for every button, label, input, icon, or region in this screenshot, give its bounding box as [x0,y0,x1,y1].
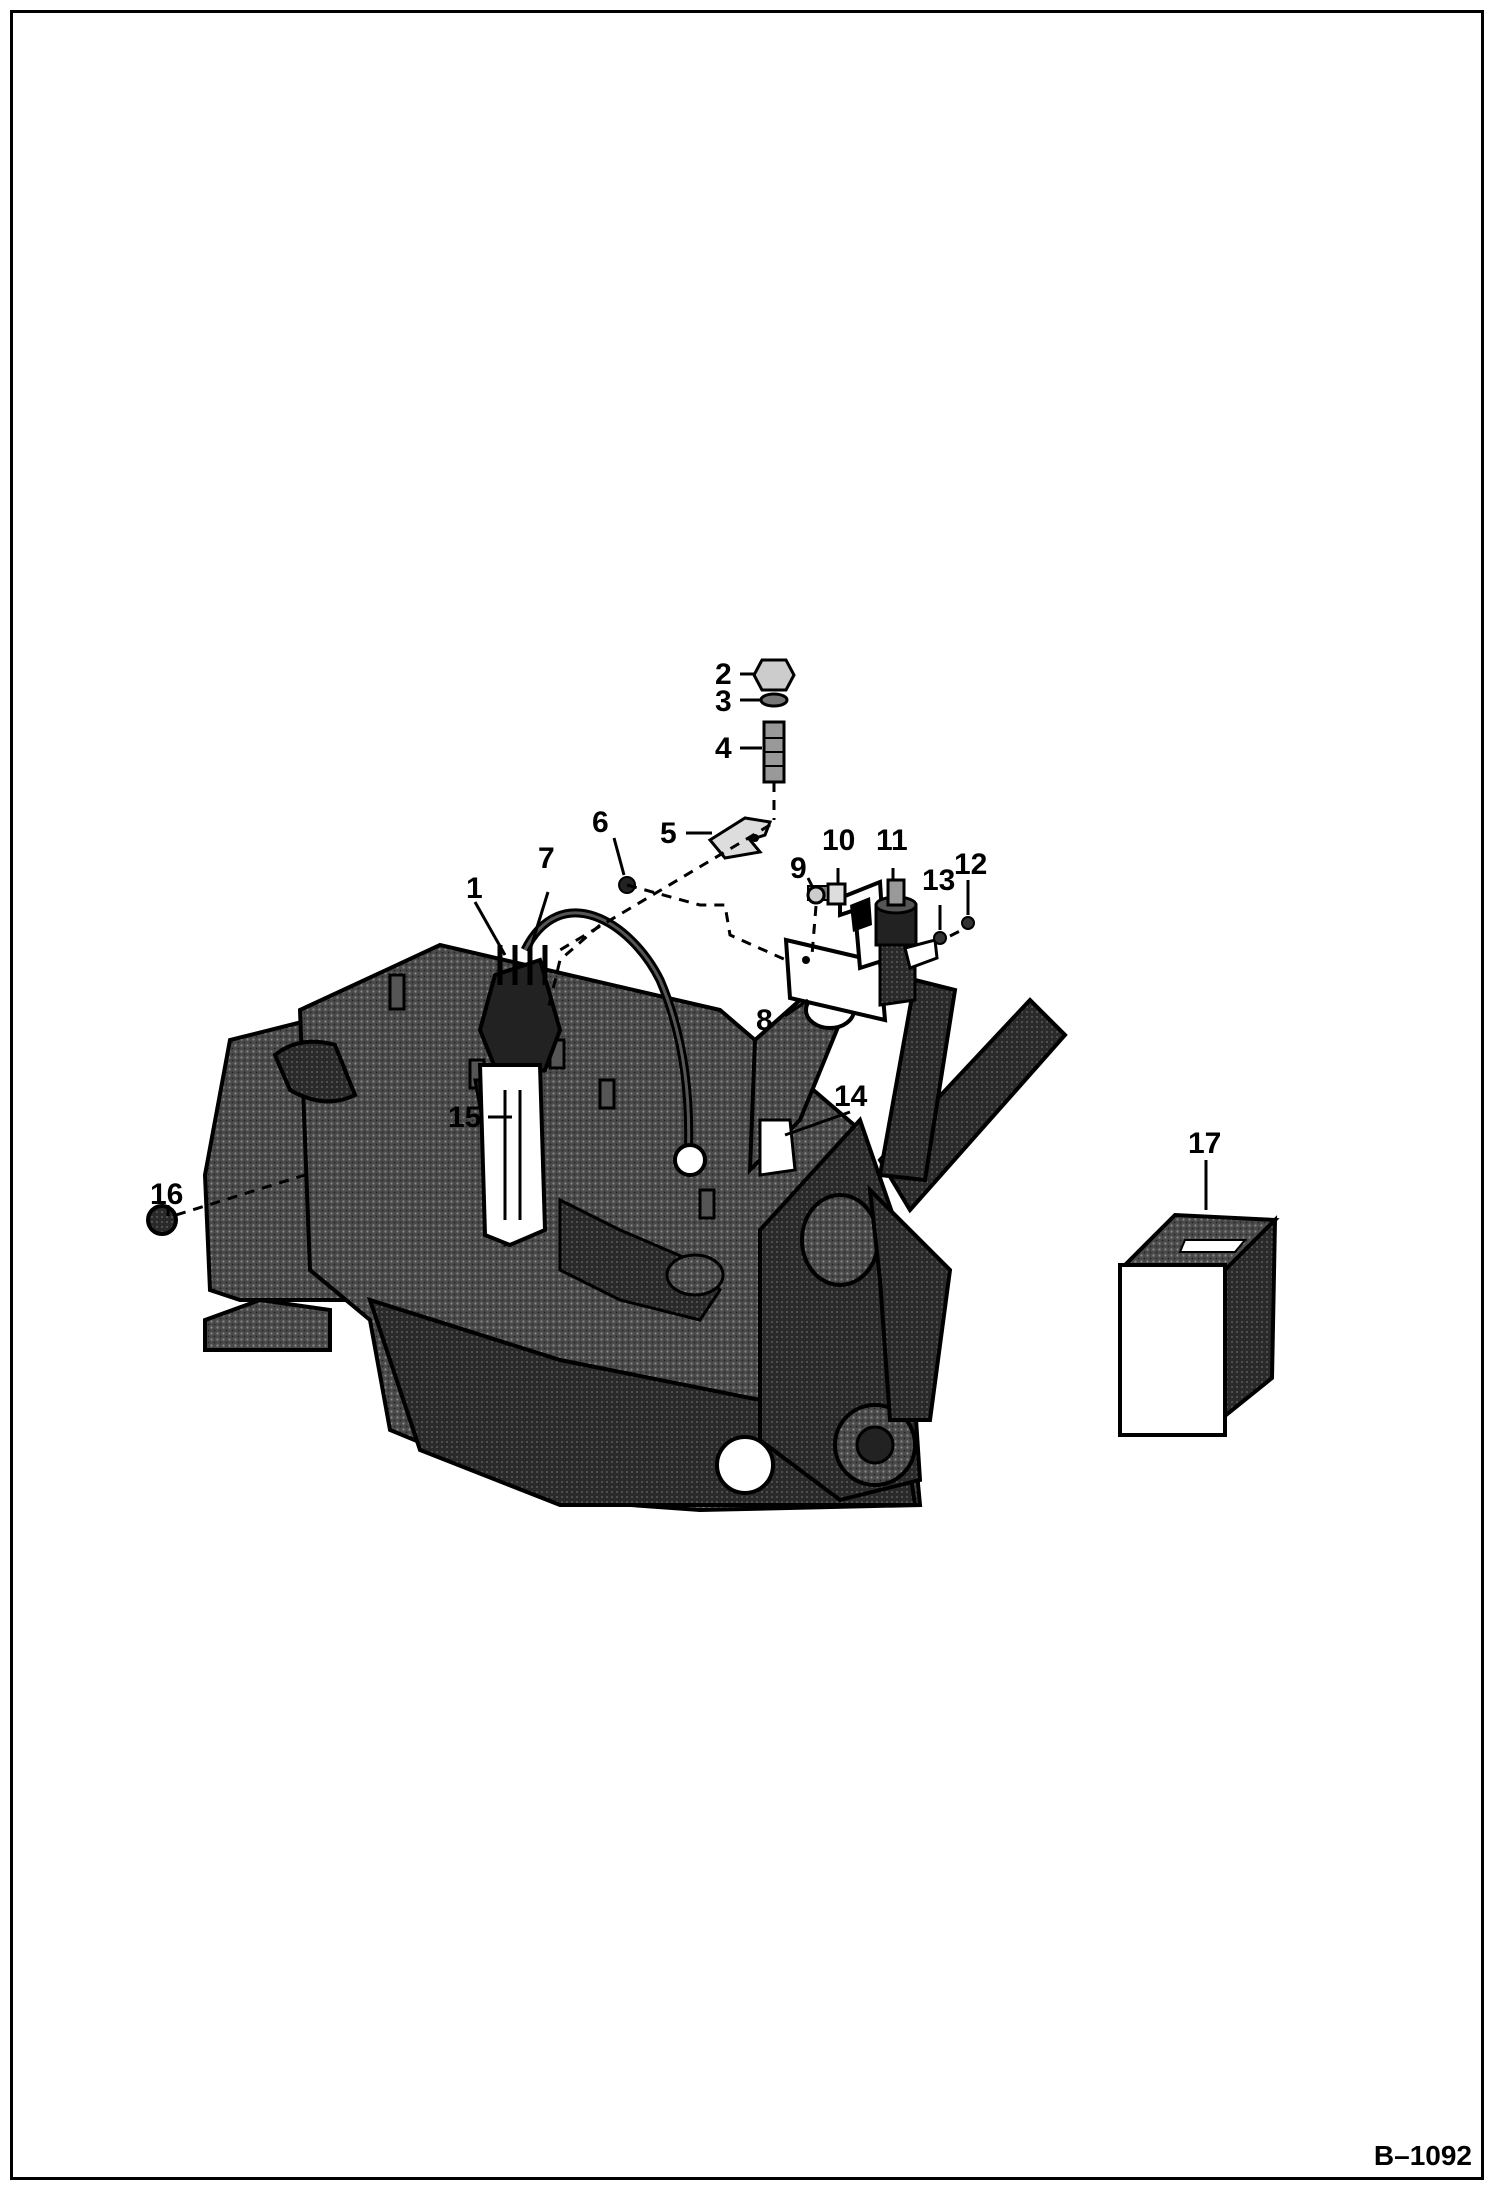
nut-12 [961,916,975,930]
engine-block [202,908,1068,1513]
bracket-clip [707,816,773,860]
page-border [10,10,1484,2180]
callout-7: 7 [538,842,555,875]
battery [1118,1212,1280,1437]
callout-4: 4 [715,732,732,765]
leader-lines [166,672,1208,1216]
callout-1: 1 [466,872,483,905]
mounting-plate [783,879,888,1023]
solenoid [874,878,939,1007]
callout-14: 14 [834,1080,868,1113]
callout-15: 15 [448,1101,481,1134]
callout-8: 8 [756,1004,773,1037]
callout-11: 11 [876,824,908,857]
callout-13: 13 [922,864,955,897]
callout-5: 5 [660,817,677,850]
stud [762,720,786,784]
lock-washer [759,692,789,708]
figure-reference: B–1092 [1373,2140,1472,2171]
callout-17: 17 [1188,1127,1221,1160]
callout-10: 10 [822,824,855,857]
callout-9: 9 [790,852,807,885]
callout-3: 3 [715,685,732,718]
callout-12: 12 [954,848,987,881]
callout-6: 6 [592,806,609,839]
callout-16: 16 [150,1178,183,1211]
callout-2: 2 [715,658,732,691]
nut [752,658,796,692]
callout-labels: 1 2 3 4 5 6 7 8 9 10 11 12 13 14 15 16 1… [150,658,1221,1211]
washer-13 [933,931,947,945]
assembly-lines [175,782,963,1217]
washer-9 [806,885,826,905]
